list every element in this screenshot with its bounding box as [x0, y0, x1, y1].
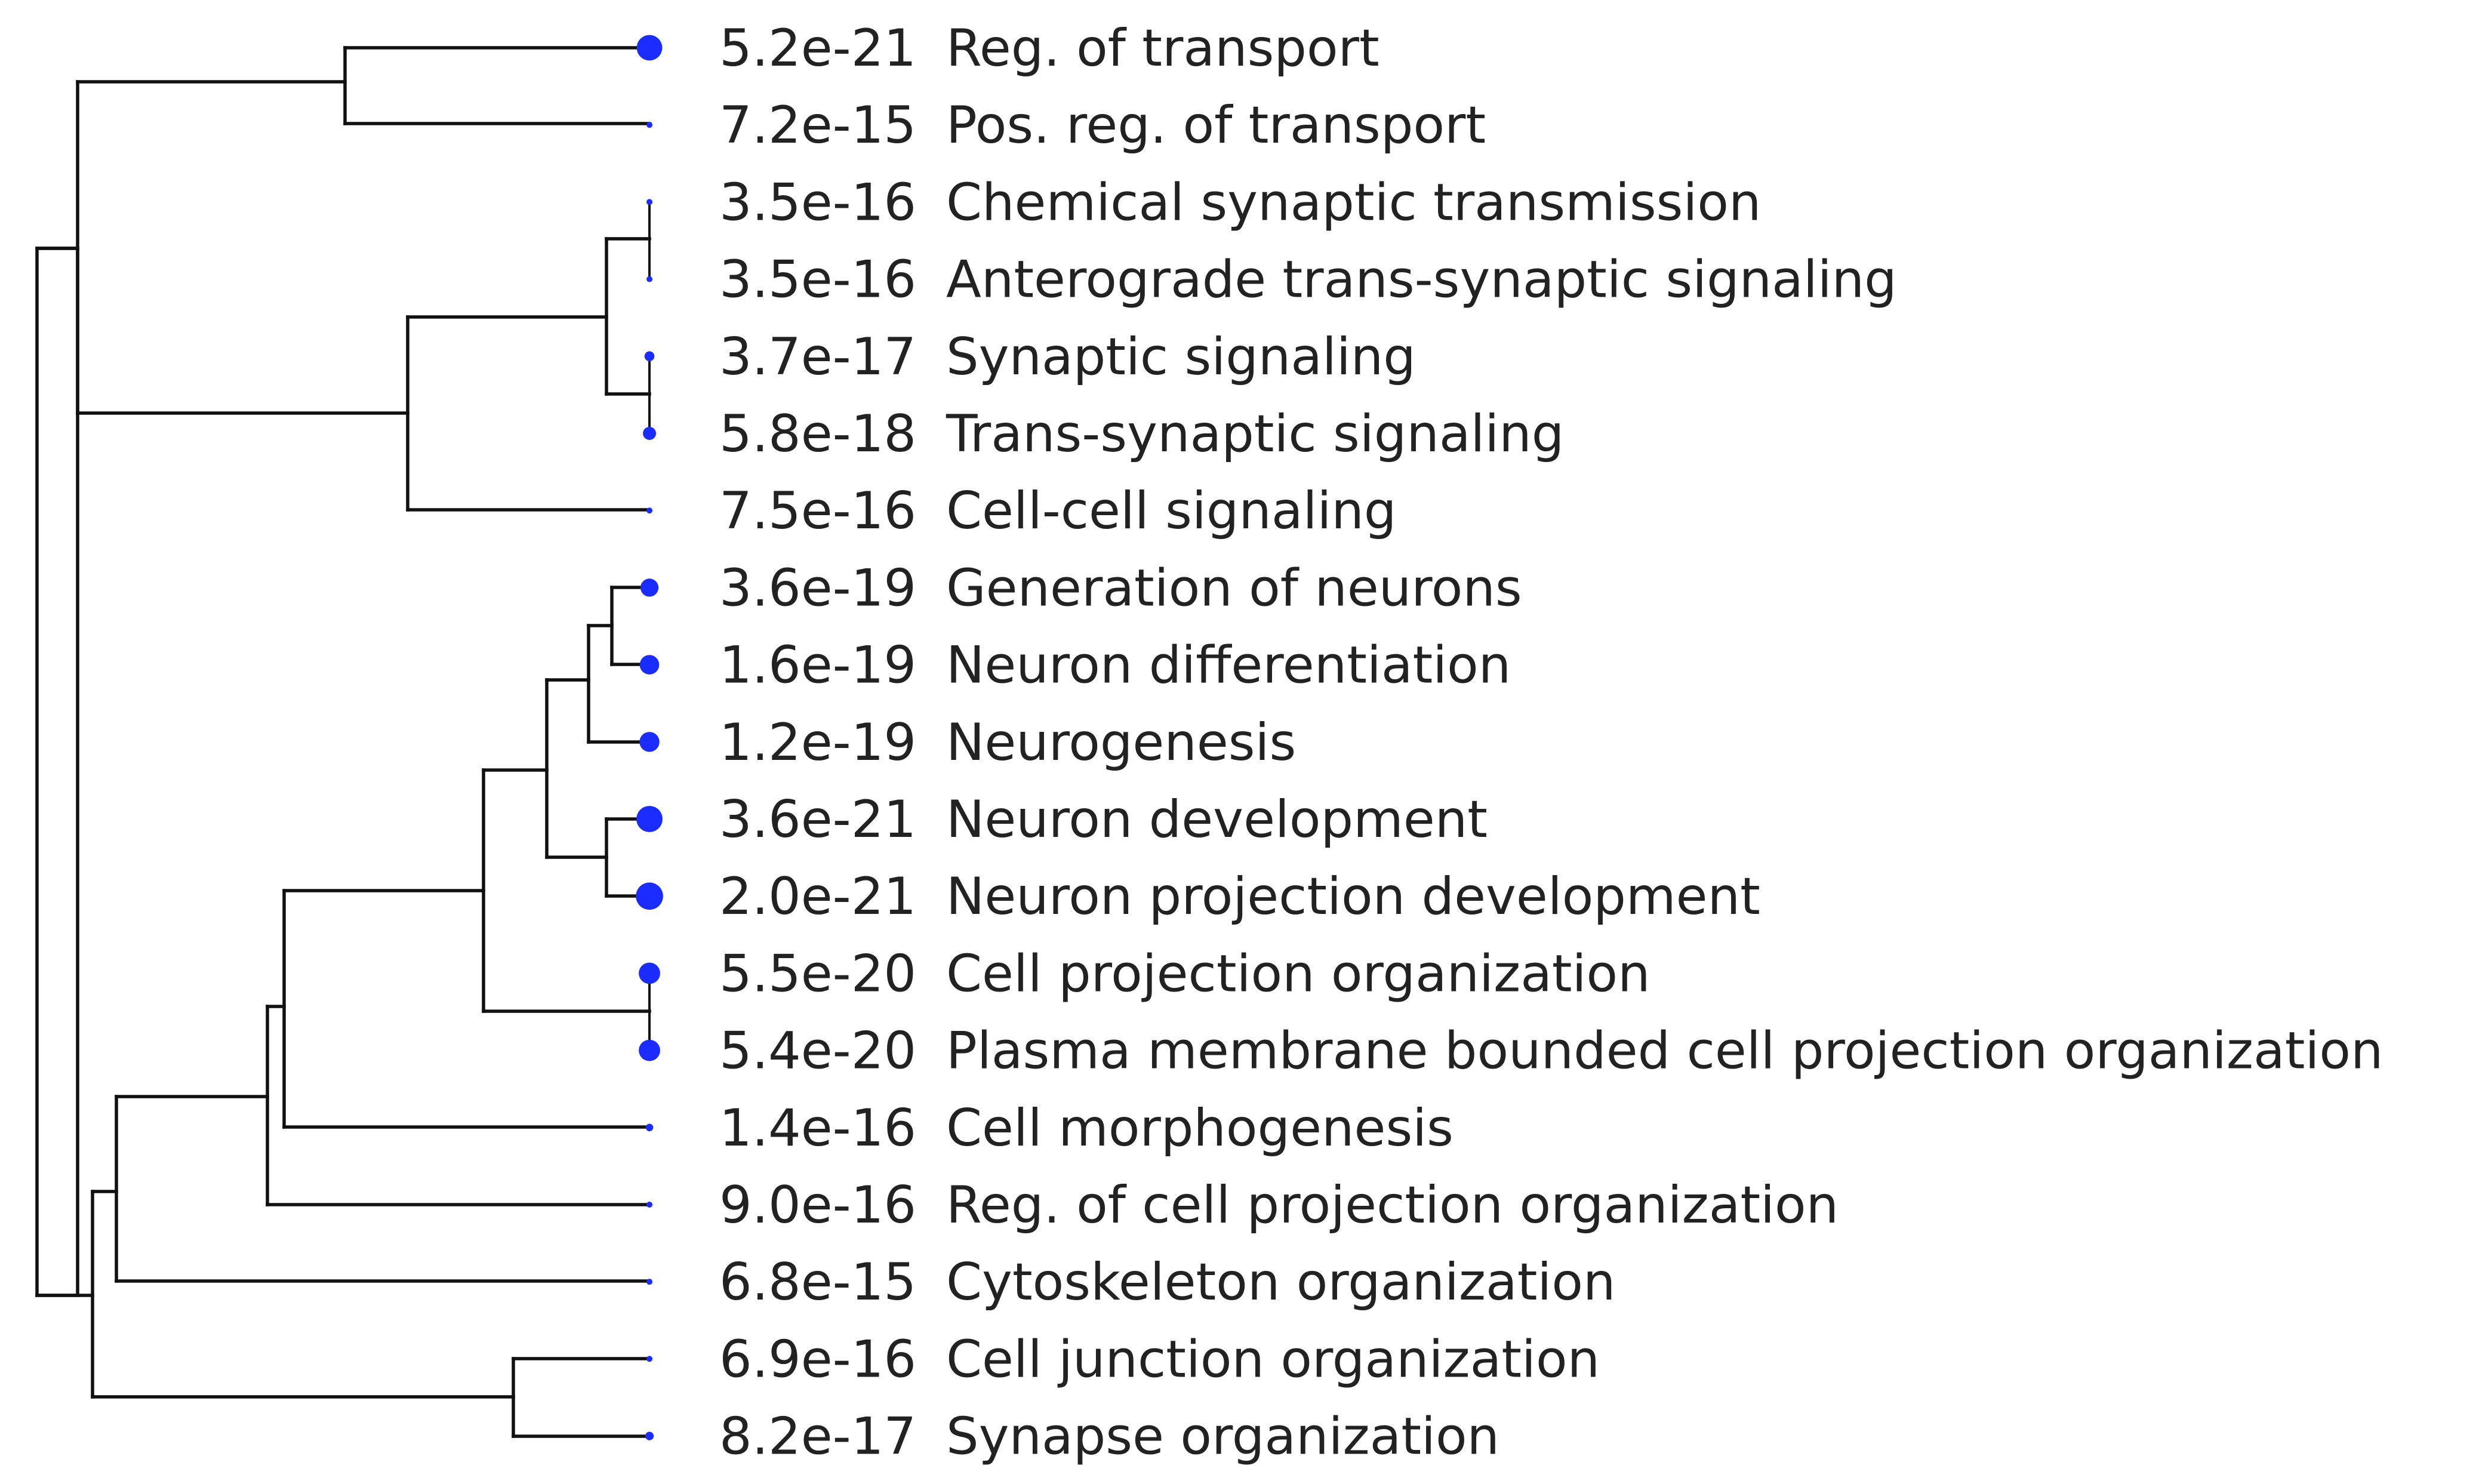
significance-marker: [643, 427, 656, 440]
term-row: 3.7e-17 Synaptic signaling: [644, 327, 1416, 387]
term-row: 5.8e-18 Trans-synaptic signaling: [643, 404, 1564, 464]
term-row: 5.5e-20 Cell projection organization: [639, 944, 1650, 1003]
term-row: 7.5e-16 Cell-cell signaling: [646, 481, 1396, 541]
term-label: Reg. of cell projection organization: [946, 1175, 1839, 1235]
term-pvalue: 6.9e-16: [719, 1329, 916, 1389]
term-row: 2.0e-21 Neuron projection development: [636, 867, 1760, 926]
term-pvalue: 5.8e-18: [719, 404, 916, 464]
significance-marker: [646, 122, 652, 128]
term-pvalue: 1.4e-16: [719, 1098, 916, 1158]
significance-marker: [645, 1431, 654, 1440]
term-row: 3.6e-21 Neuron development: [636, 790, 1488, 849]
term-pvalue: 5.4e-20: [719, 1021, 916, 1081]
term-label: Pos. reg. of transport: [946, 96, 1486, 155]
significance-marker: [636, 35, 663, 61]
significance-marker: [646, 276, 652, 282]
dendrogram-branches: [35, 46, 651, 1438]
term-row: 1.2e-19 Neurogenesis: [639, 713, 1296, 772]
term-list: 5.2e-21 Reg. of transport 7.2e-15 Pos. reg.…: [636, 19, 2383, 1467]
significance-marker: [646, 1202, 652, 1208]
term-row: 3.6e-19 Generation of neurons: [640, 558, 1522, 618]
term-row: 3.5e-16 Anterograde trans-synaptic signal…: [646, 250, 1897, 310]
term-pvalue: 3.6e-21: [719, 790, 916, 849]
term-label: Neurogenesis: [946, 713, 1296, 772]
term-row: 5.4e-20 Plasma membrane bounded cell proj…: [639, 1021, 2383, 1081]
term-label: Generation of neurons: [946, 558, 1522, 618]
term-pvalue: 2.0e-21: [719, 867, 916, 926]
term-pvalue: 3.5e-16: [719, 250, 916, 310]
term-pvalue: 3.5e-16: [719, 173, 916, 232]
term-row: 9.0e-16 Reg. of cell projection organizat…: [646, 1175, 1839, 1235]
term-label: Neuron projection development: [946, 867, 1760, 926]
significance-marker: [644, 351, 655, 362]
term-row: 5.2e-21 Reg. of transport: [636, 19, 1379, 78]
term-pvalue: 6.8e-15: [719, 1252, 916, 1312]
term-pvalue: 8.2e-17: [719, 1407, 916, 1467]
term-label: Trans-synaptic signaling: [946, 404, 1564, 464]
term-label: Synapse organization: [946, 1407, 1499, 1467]
term-label: Synaptic signaling: [946, 327, 1416, 387]
term-pvalue: 3.6e-19: [719, 558, 916, 618]
term-pvalue: 7.2e-15: [719, 96, 916, 155]
term-label: Anterograde trans-synaptic signaling: [946, 250, 1897, 310]
significance-marker: [646, 199, 652, 205]
term-label: Chemical synaptic transmission: [946, 173, 1761, 232]
term-pvalue: 3.7e-17: [719, 327, 916, 387]
significance-marker: [645, 1123, 654, 1132]
significance-marker: [646, 507, 652, 514]
term-pvalue: 1.6e-19: [719, 636, 916, 695]
term-label: Plasma membrane bounded cell projection …: [946, 1021, 2383, 1081]
term-label: Cell-cell signaling: [946, 481, 1396, 541]
significance-marker: [640, 578, 659, 597]
term-pvalue: 7.5e-16: [719, 481, 916, 541]
significance-marker: [636, 806, 663, 832]
significance-marker: [636, 882, 663, 910]
term-label: Neuron development: [946, 790, 1488, 849]
term-row: 1.4e-16 Cell morphogenesis: [645, 1098, 1454, 1158]
term-row: 8.2e-17 Synapse organization: [645, 1407, 1499, 1467]
term-label: Neuron differentiation: [946, 636, 1511, 695]
term-label: Reg. of transport: [946, 19, 1379, 78]
term-row: 7.2e-15 Pos. reg. of transport: [646, 96, 1486, 155]
term-row: 1.6e-19 Neuron differentiation: [639, 636, 1511, 695]
significance-marker: [639, 962, 660, 984]
term-pvalue: 5.2e-21: [719, 19, 916, 78]
term-row: 6.9e-16 Cell junction organization: [646, 1329, 1600, 1389]
term-label: Cell junction organization: [946, 1329, 1600, 1389]
term-row: 3.5e-16 Chemical synaptic transmission: [646, 173, 1761, 232]
term-label: Cell projection organization: [946, 944, 1650, 1003]
term-label: Cytoskeleton organization: [946, 1252, 1615, 1312]
significance-marker: [639, 1039, 660, 1061]
term-pvalue: 5.5e-20: [719, 944, 916, 1003]
significance-marker: [646, 1356, 652, 1362]
significance-marker: [639, 732, 660, 752]
term-pvalue: 1.2e-19: [719, 713, 916, 772]
term-label: Cell morphogenesis: [946, 1098, 1454, 1158]
significance-marker: [639, 655, 660, 675]
significance-marker: [646, 1279, 652, 1285]
term-pvalue: 9.0e-16: [719, 1175, 916, 1235]
term-row: 6.8e-15 Cytoskeleton organization: [646, 1252, 1615, 1312]
